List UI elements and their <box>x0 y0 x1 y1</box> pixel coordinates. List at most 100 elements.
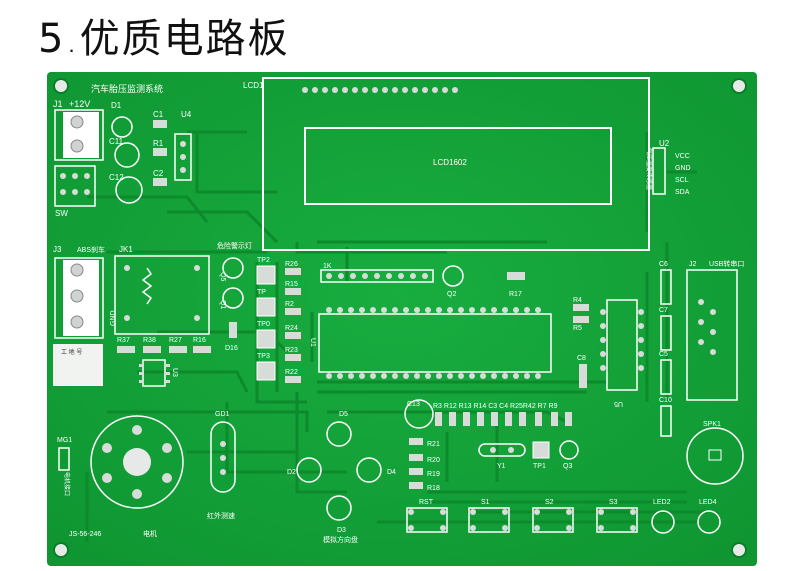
r17-label: R17 <box>509 291 522 298</box>
tp-pad <box>256 297 276 317</box>
power-label: +12V <box>69 99 90 109</box>
c12-label: C12 <box>109 173 124 182</box>
c5-label: C5 <box>659 351 668 358</box>
c11-label: C11 <box>109 137 124 146</box>
u1-pin <box>414 373 420 379</box>
u2-sda-label: SDA <box>675 189 690 196</box>
lcd-ref-label: LCD1 <box>243 81 264 90</box>
pcb-board-photo: 汽车胎压监测系统 J1 +12V SW D1 C11 C12 C1 R1 C2 … <box>47 72 757 566</box>
d3-label: D3 <box>337 527 346 534</box>
spk1-body <box>708 449 722 461</box>
lamp-label: 危险警示灯 <box>217 241 252 250</box>
gd1-label: GD1 <box>215 411 230 418</box>
jk1-relay <box>114 255 210 335</box>
lcd-pin-header <box>302 87 458 93</box>
d4-component <box>356 457 382 483</box>
d2-label: D2 <box>287 469 296 476</box>
u1-pin <box>414 307 420 313</box>
d1-component <box>111 116 133 138</box>
u1-pin <box>491 373 497 379</box>
led2-label: LED2 <box>653 499 671 506</box>
d1-label: D1 <box>111 101 122 110</box>
d3-component <box>326 495 352 521</box>
spk1-label: SPK1 <box>703 421 721 428</box>
c8-pads <box>579 364 587 388</box>
sw-switch <box>54 165 96 207</box>
u2-header <box>652 147 666 195</box>
u1-pin <box>436 373 442 379</box>
u1-pin <box>337 307 343 313</box>
page-heading: 5.优质电路板 <box>38 6 290 64</box>
r24-label: R24 <box>285 325 298 332</box>
u1-pin <box>370 373 376 379</box>
resistor-row-pads <box>117 346 211 353</box>
u1-pin <box>392 307 398 313</box>
u1-pin <box>491 307 497 313</box>
u1-pin <box>337 373 343 379</box>
u1-pin <box>447 373 453 379</box>
u1-pin <box>403 307 409 313</box>
ir-label: 红外测速 <box>207 511 235 520</box>
r1-pads <box>153 148 167 156</box>
u1-pin <box>502 307 508 313</box>
tp1-pad <box>532 441 550 459</box>
r22-label: R22 <box>285 369 298 376</box>
u1-pin <box>392 373 398 379</box>
q2-component <box>442 265 464 287</box>
d5-label: D5 <box>339 411 348 418</box>
y1-label: Y1 <box>497 463 506 470</box>
k1-label: 1K <box>323 263 332 270</box>
c1-label: C1 <box>153 110 164 119</box>
tp0-pad <box>256 329 276 349</box>
u1-pin <box>436 307 442 313</box>
u4-regulator <box>174 133 192 181</box>
r5-label: R5 <box>573 325 582 332</box>
u1-pin <box>469 307 475 313</box>
c1-pads <box>153 120 167 128</box>
u2-scl-label: SCL <box>675 177 689 184</box>
board-title-label: 汽车胎压监测系统 <box>91 83 163 94</box>
j2-usb-connector <box>686 269 738 401</box>
mg1-label: MG1 <box>57 437 72 444</box>
q5-label: Q5 <box>219 272 226 281</box>
r4-label: R4 <box>573 297 582 304</box>
d16-label: D16 <box>225 345 238 352</box>
q1-label: Q1 <box>219 300 226 309</box>
spk1-component <box>686 427 744 485</box>
u1-pin <box>480 307 486 313</box>
q3-label: Q3 <box>563 463 572 470</box>
motor-port-label: 电机接口 <box>63 472 71 496</box>
u1-pin <box>524 373 530 379</box>
c6-label: C6 <box>659 261 668 268</box>
tp1-label: TP1 <box>533 463 546 470</box>
y1-crystal <box>478 443 526 457</box>
u1-pin <box>535 307 541 313</box>
usb-label: USB转串口 <box>709 259 744 268</box>
u1-pin <box>425 307 431 313</box>
u1-pin <box>502 373 508 379</box>
u1-pin <box>458 307 464 313</box>
c12-component <box>115 176 143 204</box>
u1-pin <box>326 373 332 379</box>
u1-pin <box>458 373 464 379</box>
r18-r21-pads <box>409 438 423 489</box>
rst-label: RST <box>419 499 434 506</box>
q3-component <box>559 440 579 460</box>
tp2-label: TP2 <box>257 257 270 264</box>
tp2-pad <box>256 265 276 285</box>
u4-label: U4 <box>181 110 192 119</box>
r18-label: R18 <box>427 485 440 492</box>
c13-component <box>404 399 434 429</box>
q1-component <box>222 287 244 309</box>
r26-label: R26 <box>285 261 298 268</box>
motor-label: 电机 <box>143 529 157 538</box>
led2-component <box>651 510 675 534</box>
d16-pads <box>229 322 237 338</box>
u2-gnd-label: GND <box>675 165 691 172</box>
tp3-pad <box>256 361 276 381</box>
led4-label: LED4 <box>699 499 717 506</box>
lcd-name-label: LCD1602 <box>433 158 467 167</box>
r17-pads <box>507 272 525 280</box>
u1-pin <box>447 307 453 313</box>
r19-label: R19 <box>427 471 440 478</box>
